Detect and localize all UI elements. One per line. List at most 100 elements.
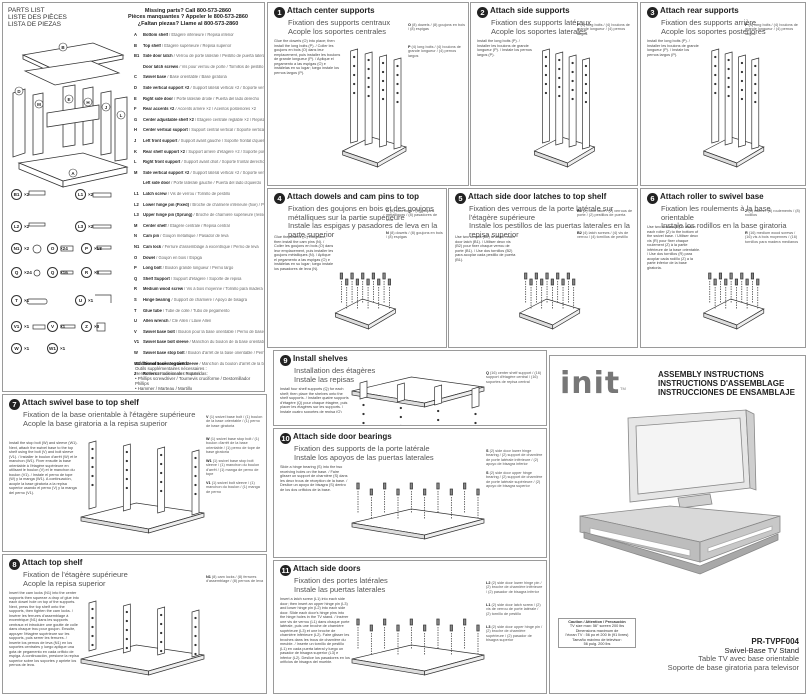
part-name: Rollers xyxy=(143,372,159,377)
hardware-callout: P (4) long bolts / (4) boulons de grande… xyxy=(408,45,466,58)
part-key: Z xyxy=(134,372,137,377)
part-name: Center adjustable shelf ×2 xyxy=(143,117,195,122)
cover-title-en: ASSEMBLY INSTRUCTIONS xyxy=(658,370,764,379)
part-name: Bottom shelf xyxy=(143,33,170,37)
parts-list-panel: PARTS LIST LISTE DES PIÈCES LISTA DE PIE… xyxy=(2,2,265,392)
part-name: Cam lock xyxy=(143,245,163,249)
part-name: Side door latch xyxy=(143,54,174,59)
part-translation: / Étagère inférieure / Repisa inferior xyxy=(169,33,234,37)
step-title-en: Attach top shelf xyxy=(22,558,83,567)
part-translation: / Support central vertical / Soporte ver… xyxy=(188,128,264,133)
part-translation: / Boulon grande longueur / Perno largo xyxy=(162,266,234,271)
hardware-quantity: ×8 xyxy=(94,270,100,275)
step-number: 4 xyxy=(274,193,285,204)
part-name: Swivel base bolt sleeve xyxy=(143,340,190,345)
hardware-desc: (4) long bolts / (4) boulons de grande l… xyxy=(577,23,630,36)
step-title-es: Acople la base giratoria a la repisa sup… xyxy=(23,418,168,428)
part-translation: / Support latéral vertical ×2 / Soporte … xyxy=(190,170,264,175)
hardware-key-badge: U xyxy=(75,295,86,306)
step-number: 8 xyxy=(9,559,20,570)
part-name: Long bolt xyxy=(143,266,163,271)
step-title-en: Attach side doors xyxy=(293,564,361,573)
hardware-desc: (1) swivel bolt sleeve / (1) manchon du … xyxy=(206,481,260,494)
hardware-desc: (2) side door latch screw / (2) vis de v… xyxy=(486,603,541,616)
part-key: O xyxy=(134,255,138,260)
step-title-fr: Fixation des supports latéraux xyxy=(491,18,592,27)
part-key: N xyxy=(134,234,137,239)
step-title-es: Instale los pestillos de las puertas lat… xyxy=(469,221,630,239)
tool-screwdriver: • Phillips screwdriver / Tournevis cruci… xyxy=(135,376,251,386)
step-instructions: Use two screws (B2) to attach each door … xyxy=(455,235,516,262)
step-title-es: Instale las espigas y pasadores de leva … xyxy=(288,221,438,239)
caution-heading: Caution / Attention / Precaución xyxy=(568,620,626,624)
part-key: N1 xyxy=(134,245,140,249)
part-translation: / Vis à bois moyenne / Tornillo para mad… xyxy=(184,287,264,292)
svg-text:E: E xyxy=(67,97,70,102)
svg-text:J: J xyxy=(105,105,108,110)
step-illustration xyxy=(341,48,407,168)
hardware-callout: S (2) side door lower hinge bearing / (2… xyxy=(486,449,544,467)
step-instructions: Insert a latch screw (L1) into each side… xyxy=(280,597,350,664)
step-illustration xyxy=(80,600,205,676)
hardware-key-badge: Q xyxy=(11,267,22,278)
tools-fr: Outils supplémentaires nécessaires : xyxy=(135,366,207,371)
hardware-quantity: ×1 xyxy=(24,298,30,303)
hardware-desc: (8) dowels / (8) goujons en bois / (8) e… xyxy=(408,23,465,32)
step-illustration xyxy=(533,48,596,168)
step-instructions: Install the stop bolt (W) and sleeve (W1… xyxy=(9,441,78,495)
part-name: Right side door xyxy=(143,96,175,101)
step-title-en: Attach dowels and cam pins to top xyxy=(287,192,420,201)
hardware-desc: (1) swivel base stop bolt / (1) boulon d… xyxy=(206,437,261,455)
part-key: U xyxy=(134,319,137,324)
part-translation: / Vis pour verrou de porte / Tornillos d… xyxy=(179,64,264,69)
hardware-key-badge: L2 xyxy=(11,221,22,232)
hardware-key: P xyxy=(408,45,412,49)
cover-panel: init TM ASSEMBLY INSTRUCTIONS INSTRUCTIO… xyxy=(549,355,806,694)
hardware-key: V1 xyxy=(206,481,212,485)
hardware-callout: O (8) cam rings / (8) goujons métallique… xyxy=(386,209,444,222)
hardware-callout: V (1) swivel base bolt / (1) boulon de l… xyxy=(206,415,264,428)
hardware-key-badge: P xyxy=(81,243,92,254)
hardware-callout: L1 (2) side door latch screw / (2) vis d… xyxy=(486,603,544,616)
step-number: 11 xyxy=(280,565,291,576)
hardware-key: O xyxy=(386,209,391,213)
hardware-key: B1 xyxy=(577,209,583,213)
hardware-desc: (8) cam locks / (8) ferrures d'assemblag… xyxy=(206,575,264,584)
part-row: Door latch screws / Vis pour verrou de p… xyxy=(134,65,264,70)
hardware-quantity: ×1 xyxy=(24,346,30,351)
hardware-desc: (8) dowels / (8) goujons en bois / (8) e… xyxy=(386,231,443,240)
hardware-key-badge: W xyxy=(11,343,22,354)
missing-fr: Pièces manquantes ? Appeler le 800-573-2… xyxy=(128,14,248,21)
part-key: S xyxy=(134,298,137,302)
step-instructions: Glue the dowels (O) into place; then ins… xyxy=(274,39,341,75)
hardware-callout: P (4) long bolts / (4) boulons de grande… xyxy=(577,23,635,36)
brand-logo: init xyxy=(560,366,621,401)
hardware-callout: S (2) side door upper hinge bearing / (2… xyxy=(486,471,544,489)
part-key: R xyxy=(134,287,137,292)
part-key: W xyxy=(134,351,138,355)
step-illustration xyxy=(702,48,765,168)
hardware-illustrations xyxy=(26,190,112,332)
hardware-key: N xyxy=(386,231,390,235)
hardware-key: V xyxy=(206,415,210,419)
step-title-fr: Fixation des verrous de la porte latéral… xyxy=(469,204,614,222)
hardware-quantity: ×2 xyxy=(24,224,30,229)
missing-en: Missing parts? Call 800-573-2860 xyxy=(144,8,232,14)
cover-titles: ASSEMBLY INSTRUCTIONS INSTRUCTIONS D'ASS… xyxy=(658,370,795,397)
